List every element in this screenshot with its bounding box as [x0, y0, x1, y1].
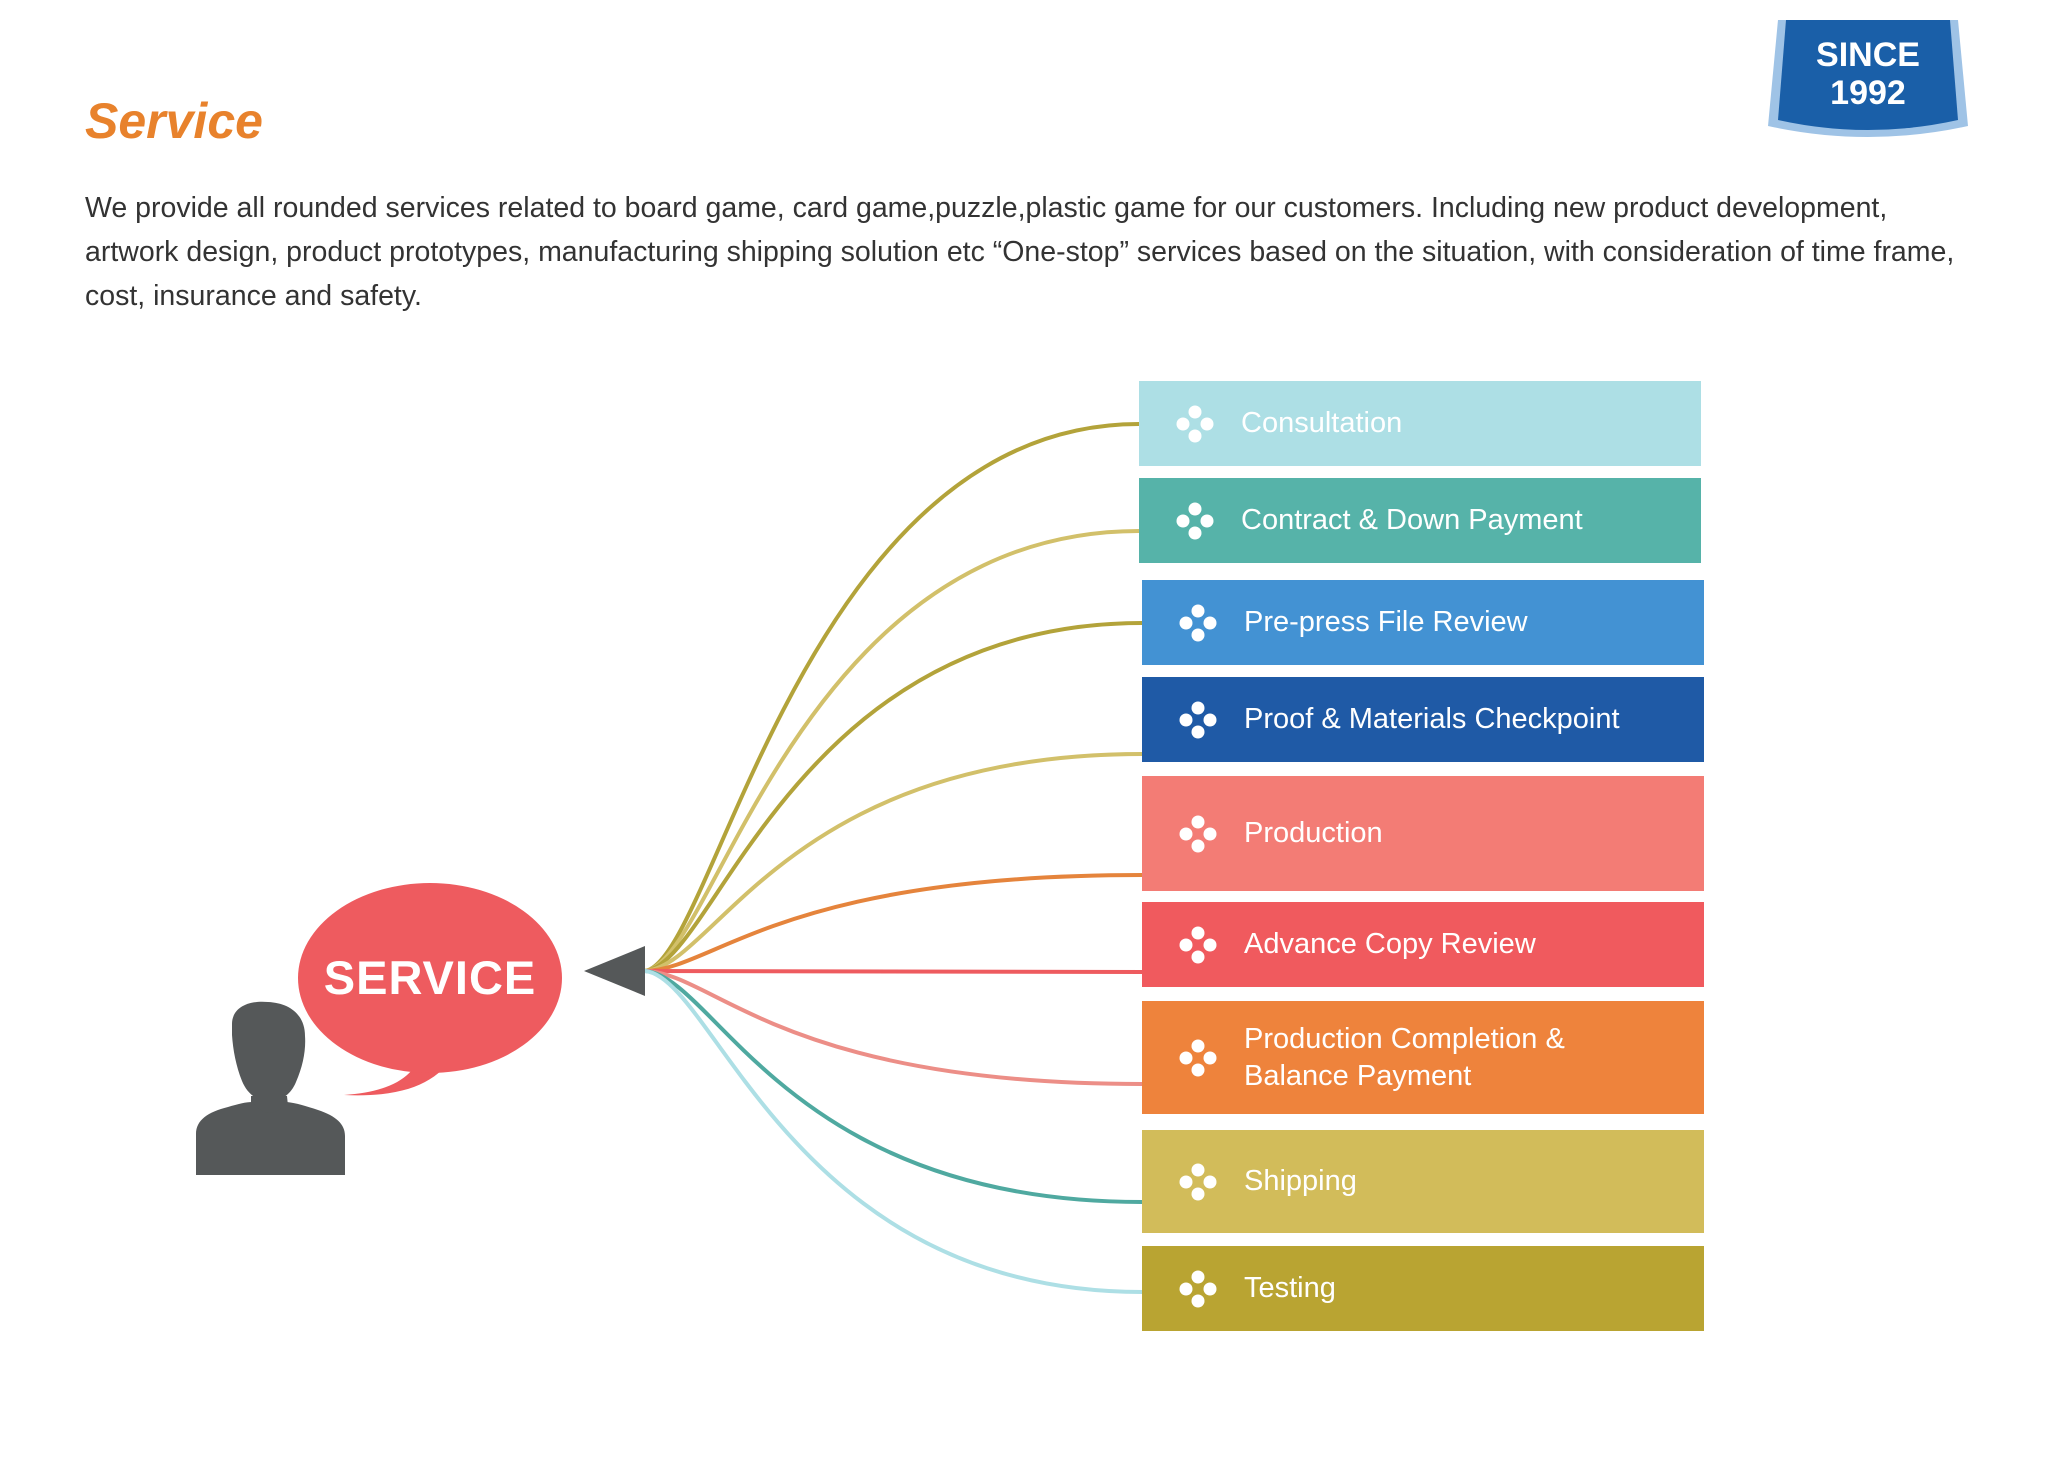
service-step-label: Consultation	[1241, 407, 1403, 439]
connector-line	[643, 969, 1144, 1294]
service-step: Consultation	[1139, 381, 1701, 466]
four-dots-icon	[1178, 700, 1218, 740]
four-dots-icon	[1178, 1269, 1218, 1309]
page-title: Service	[85, 93, 263, 149]
connector-lines	[643, 422, 1144, 1294]
service-step: Pre-press File Review	[1142, 580, 1704, 665]
service-step: Production Completion & Balance Payment	[1142, 1001, 1704, 1114]
arrow-head-icon	[584, 946, 645, 996]
service-step: Advance Copy Review	[1142, 902, 1704, 987]
person-silhouette-icon	[196, 1001, 345, 1175]
service-step: Proof & Materials Checkpoint	[1142, 677, 1704, 762]
service-step: Production	[1142, 776, 1704, 891]
four-dots-icon	[1178, 1038, 1218, 1078]
service-step-label: Production	[1244, 817, 1383, 849]
since-badge: SINCE 1992	[1768, 20, 1968, 138]
connector-line	[643, 752, 1144, 973]
four-dots-icon	[1175, 501, 1215, 541]
service-step-label: Advance Copy Review	[1244, 928, 1536, 960]
service-step-label: Production Completion & Balance Payment	[1244, 1022, 1565, 1092]
service-bubble-label: SERVICE	[323, 951, 537, 1004]
badge-year-label: 1992	[1830, 74, 1906, 112]
service-step: Shipping	[1142, 1130, 1704, 1233]
connector-line	[643, 529, 1141, 973]
badge-shape	[1768, 20, 1968, 137]
service-step-label: Proof & Materials Checkpoint	[1244, 703, 1620, 735]
service-step-label: Pre-press File Review	[1244, 606, 1528, 638]
badge-since-label: SINCE	[1816, 36, 1920, 74]
connector-line	[643, 621, 1144, 973]
speech-bubble	[298, 883, 562, 1096]
service-step-label: Shipping	[1244, 1165, 1357, 1197]
service-step: Testing	[1142, 1246, 1704, 1331]
four-dots-icon	[1178, 603, 1218, 643]
service-step-label: Contract & Down Payment	[1241, 504, 1583, 536]
service-step: Contract & Down Payment	[1139, 478, 1701, 563]
connector-line	[643, 969, 1144, 1086]
connector-line	[643, 873, 1144, 973]
four-dots-icon	[1175, 404, 1215, 444]
connector-line	[643, 969, 1144, 974]
four-dots-icon	[1178, 1162, 1218, 1202]
four-dots-icon	[1178, 925, 1218, 965]
four-dots-icon	[1178, 814, 1218, 854]
connector-line	[643, 422, 1141, 973]
service-step-label: Testing	[1244, 1272, 1336, 1304]
intro-paragraph: We provide all rounded services related …	[85, 192, 1955, 312]
connector-line	[643, 969, 1144, 1204]
